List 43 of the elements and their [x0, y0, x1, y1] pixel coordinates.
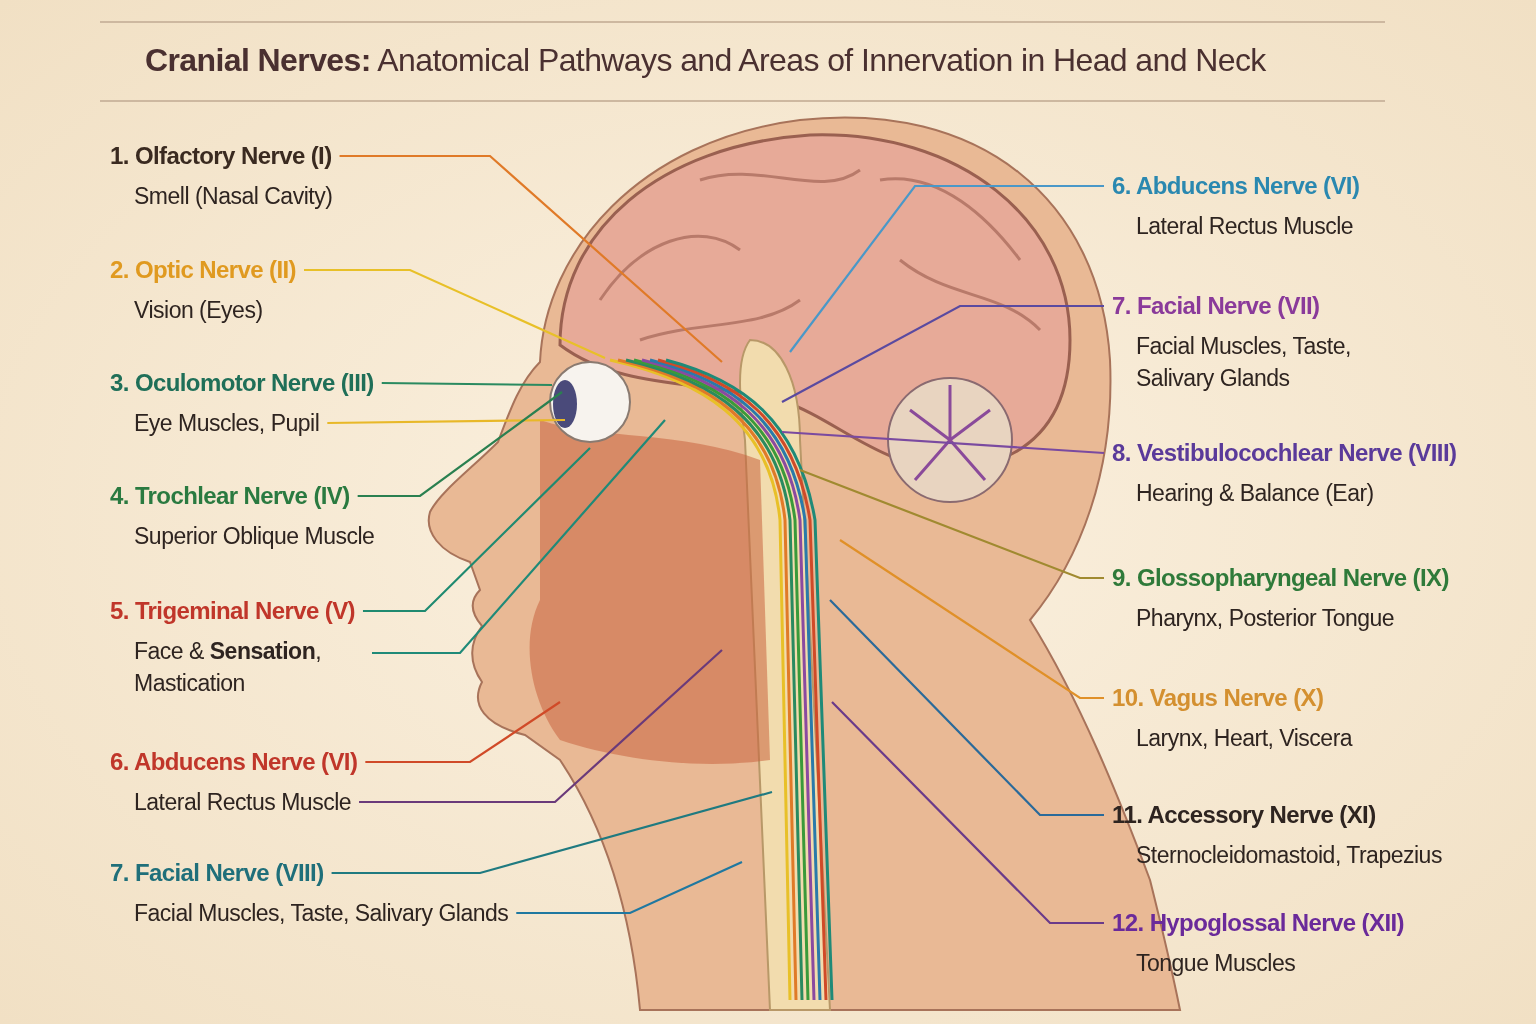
nerve-name: 5. Trigeminal Nerve (V): [110, 597, 355, 625]
leader-line: [789, 184, 1104, 353]
leader-line: [799, 468, 1104, 580]
function-text: Superior Oblique Muscle: [134, 522, 375, 551]
leader-line: [831, 701, 1104, 925]
nerve-name: 3. Oculomotor Nerve (III): [110, 369, 374, 397]
title: Cranial Nerves: Anatomical Pathways and Areas of Innervation in Head and Neck: [145, 42, 1266, 79]
function-text: Face & Sensation, Mastication: [134, 637, 323, 698]
leader-line: [372, 419, 666, 655]
nerve-name: 6. Abducens Nerve (VI): [110, 748, 358, 776]
leader-line: [781, 304, 1104, 403]
leader-line: [362, 447, 591, 613]
leader-line: [516, 861, 743, 915]
nerve-name: 7. Facial Nerve (VII): [1112, 292, 1320, 320]
function-text: Smell (Nasal Cavity): [134, 182, 333, 211]
leader-line: [331, 790, 773, 875]
function-text: Vision (Eyes): [134, 296, 263, 325]
leader-line: [365, 701, 561, 764]
function-text: Lateral Rectus Muscle: [134, 788, 352, 817]
nerve-name: 1. Olfactory Nerve (I): [110, 142, 332, 170]
nerve-name: 8. Vestibulocochlear Nerve (VIII): [1112, 439, 1457, 467]
leader-line: [839, 539, 1104, 700]
function-text: Lateral Rectus Muscle: [1136, 212, 1354, 241]
leader-line: [781, 430, 1105, 455]
nerve-name: 4. Trochlear Nerve (IV): [110, 482, 350, 510]
function-text: Facial Muscles, Taste, Salivary Glands: [1136, 332, 1352, 393]
function-text: Hearing & Balance (Ear): [1136, 479, 1374, 508]
leader-line: [339, 154, 723, 363]
leader-line: [381, 381, 552, 387]
function-text: Larynx, Heart, Viscera: [1136, 724, 1353, 753]
nerve-name: 9. Glossopharyngeal Nerve (IX): [1112, 564, 1449, 592]
leader-line: [829, 599, 1104, 817]
nerve-name: 2. Optic Nerve (II): [110, 256, 296, 284]
leader-line: [304, 268, 606, 359]
leader-line: [359, 649, 723, 804]
leader-line: [327, 418, 565, 425]
leader-line: [357, 391, 563, 498]
nerve-name: 7. Facial Nerve (VIII): [110, 859, 324, 887]
function-text: Facial Muscles, Taste, Salivary Glands: [134, 899, 509, 928]
nerve-name: 6. Abducens Nerve (VI): [1112, 172, 1360, 200]
function-text: Eye Muscles, Pupil: [134, 409, 320, 438]
nerve-name: 10. Vagus Nerve (X): [1112, 684, 1324, 712]
function-text: Pharynx, Posterior Tongue: [1136, 604, 1395, 633]
